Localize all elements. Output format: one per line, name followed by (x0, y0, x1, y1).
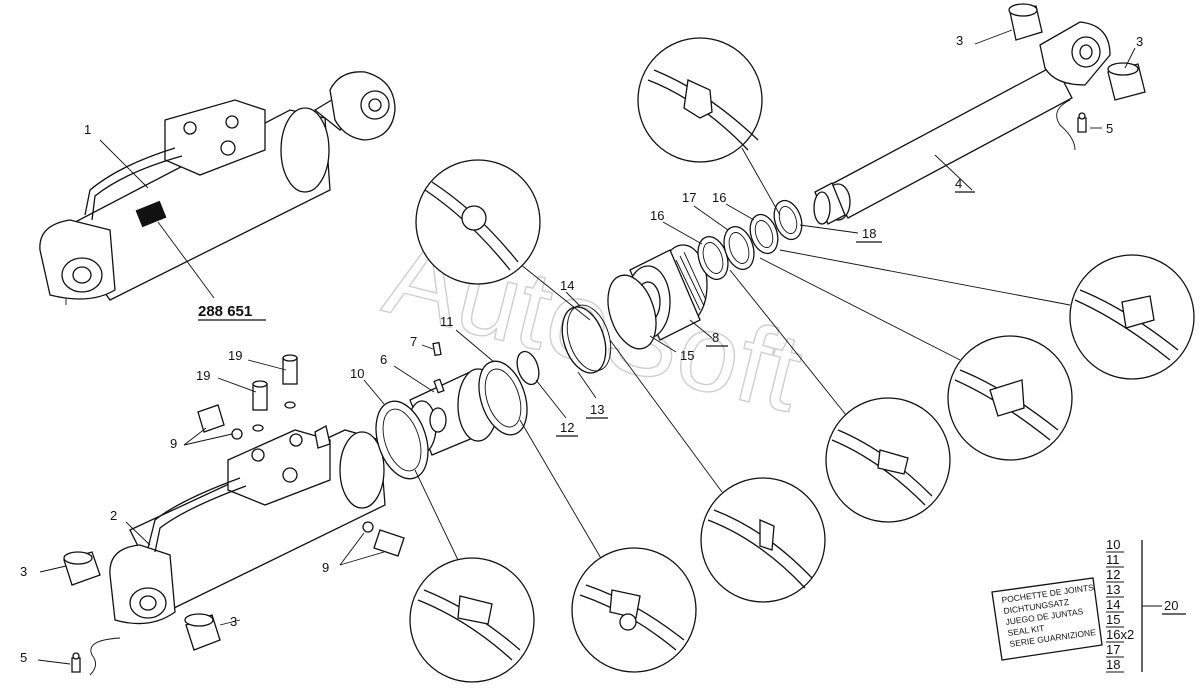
grease-nipple-top (1077, 112, 1087, 133)
fitting-19-b (282, 354, 298, 409)
bushing-top-right-2 (1107, 62, 1146, 101)
kit-item: 14 (1106, 597, 1120, 612)
detail-circle-bottom-center (519, 419, 697, 673)
callout-3-top-right-2: 3 (1136, 34, 1143, 49)
detail-circle-right-3 (729, 269, 951, 523)
callout-10: 10 (350, 366, 364, 381)
callout-16-b: 16 (712, 190, 726, 205)
callout-11: 11 (440, 314, 454, 329)
bushing-bottom-left (63, 551, 101, 586)
kit-item: 13 (1106, 582, 1120, 597)
detail-circle-upper-left (415, 159, 591, 321)
kit-item: 15 (1106, 612, 1120, 627)
callout-17: 17 (682, 190, 696, 205)
seal-15 (607, 274, 657, 350)
callout-2: 2 (110, 508, 117, 523)
callout-14: 14 (560, 278, 574, 293)
callout-12: 12 (560, 420, 574, 435)
callout-19-b: 19 (228, 348, 242, 363)
callout-20: 20 (1164, 598, 1178, 613)
kit-item: 18 (1106, 657, 1120, 672)
cylinder-assembly-top (39, 71, 396, 305)
callout-3-bottom-left: 3 (20, 564, 27, 579)
callout-9-lower: 9 (322, 560, 329, 575)
cylinder-assembly-bottom (109, 425, 386, 625)
callout-5-bottom: 5 (20, 650, 27, 665)
callout-8: 8 (712, 330, 719, 345)
seal-16-b (749, 213, 779, 255)
kit-item: 17 (1106, 642, 1120, 657)
seal-17 (723, 225, 755, 271)
seal-13 (561, 306, 607, 374)
bushing-top-right-1 (1008, 3, 1043, 41)
fitting-lower (362, 521, 405, 557)
seal-10 (375, 400, 429, 480)
reference-number: 288 651 (198, 303, 252, 320)
leader-6 (393, 365, 435, 393)
bushing-bottom-center (184, 613, 221, 651)
fitting-upper (197, 404, 243, 440)
seal-kit-box: POCHETTE DE JOINTS DICHTUNGSATZ JUEGO DE… (991, 577, 1103, 661)
kit-item: 12 (1106, 567, 1120, 582)
seal-18 (773, 199, 803, 241)
detail-circle-right-2 (759, 257, 1073, 461)
callout-3-top-right-1: 3 (956, 33, 963, 48)
leader-2 (125, 521, 151, 546)
leader-8 (689, 319, 713, 339)
callout-1: 1 (84, 122, 91, 137)
callout-7: 7 (410, 334, 417, 349)
piston-rod (813, 21, 1111, 225)
leader-4 (934, 154, 973, 191)
grease-nipple-bottom (71, 652, 81, 673)
detail-circle-bottom-left (409, 469, 535, 683)
callout-5-top: 5 (1106, 121, 1113, 136)
fitting-19-a (252, 380, 268, 432)
callout-6: 6 (380, 352, 387, 367)
callout-19-a: 19 (196, 368, 210, 383)
kit-item: 11 (1106, 552, 1120, 567)
detail-circle-center (609, 339, 826, 603)
callout-9-upper: 9 (170, 436, 177, 451)
detail-circle-top (637, 37, 781, 216)
callout-4: 4 (955, 176, 962, 191)
callout-16-a: 16 (650, 208, 664, 223)
callout-18: 18 (862, 226, 876, 241)
callout-15: 15 (680, 348, 694, 363)
seal-11 (478, 360, 528, 436)
pin (432, 341, 442, 357)
callout-3-bottom-center: 3 (230, 614, 237, 629)
callout-13: 13 (590, 402, 604, 417)
leader-1 (99, 139, 149, 189)
kit-item: 10 (1106, 537, 1120, 552)
kit-item: 16x2 (1106, 627, 1134, 642)
seal-kit-list: 10 11 12 13 14 15 16x2 17 18 20 (1106, 537, 1186, 673)
seal-12 (516, 350, 540, 386)
detail-circle-right-1 (779, 249, 1195, 380)
leader-id (157, 221, 215, 299)
